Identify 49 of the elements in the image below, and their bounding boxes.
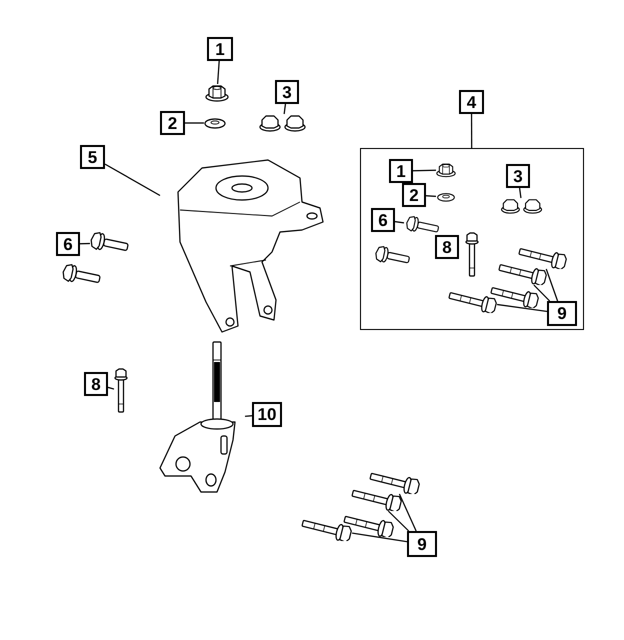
leader-line	[80, 242, 90, 244]
callout-number: 5	[80, 145, 105, 169]
leader-line	[185, 122, 204, 124]
callout-number: 2	[402, 183, 426, 207]
washer-drawing	[436, 192, 456, 202]
callout-number: 4	[459, 90, 484, 114]
leader-line	[108, 386, 114, 390]
callout-number: 6	[371, 208, 395, 232]
bolt-drawing	[517, 245, 567, 269]
bolt-drawing	[368, 470, 420, 494]
leader-line	[533, 284, 550, 302]
leader-line	[398, 494, 417, 532]
callout-number: 6	[56, 232, 80, 256]
leader-line	[496, 304, 548, 312]
flange-nut-drawing	[436, 162, 456, 178]
bolt-drawing	[404, 216, 442, 235]
flange-nut-drawing	[259, 114, 307, 132]
callout-number: 8	[435, 235, 459, 259]
callout-number: 3	[275, 80, 299, 104]
leader-line	[104, 164, 160, 196]
leader-line	[546, 268, 558, 302]
leader-line	[284, 104, 286, 114]
bolt-drawing	[497, 261, 547, 285]
leader-line	[426, 195, 436, 197]
washer-drawing	[204, 117, 226, 129]
callout-number: 8	[84, 372, 108, 396]
leader-line	[394, 221, 404, 224]
bolt-drawing	[447, 289, 497, 313]
leader-line	[244, 415, 252, 417]
leader-line	[352, 532, 408, 542]
kit-frame	[360, 148, 584, 330]
bolt-drawing	[90, 232, 130, 254]
bolt-drawing	[114, 368, 128, 414]
callout-number: 1	[389, 159, 413, 183]
callout-number: 2	[160, 111, 185, 135]
callout-number: 9	[547, 301, 577, 326]
flange-nut-drawing	[205, 84, 229, 102]
callout-number: 10	[252, 402, 282, 427]
bolt-drawing	[300, 517, 352, 541]
callout-number: 3	[506, 164, 530, 188]
leader-line	[388, 510, 410, 532]
callout-number: 9	[407, 531, 437, 557]
bolt-drawing	[350, 487, 402, 511]
leader-line	[217, 60, 220, 84]
leader-line	[470, 114, 472, 148]
flange-nut-drawing	[499, 198, 545, 214]
callout-number: 1	[207, 37, 233, 61]
leader-line	[412, 170, 436, 172]
leader-line	[519, 188, 522, 198]
